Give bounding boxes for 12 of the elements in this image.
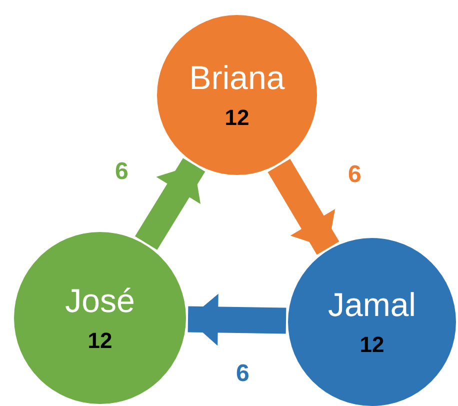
count-label: 12 [224,106,250,130]
block-arrow [188,294,286,346]
name-label: Jamal [328,286,416,324]
block-arrow [135,158,206,250]
edge-label: 6 [236,362,250,386]
edge-label: 6 [115,160,128,184]
name-label: Briana [189,60,285,96]
block-arrow [268,158,340,255]
name-label: José [65,282,135,320]
edge-label: 6 [348,163,362,187]
count-label: 12 [360,333,384,358]
count-label: 12 [88,329,112,354]
